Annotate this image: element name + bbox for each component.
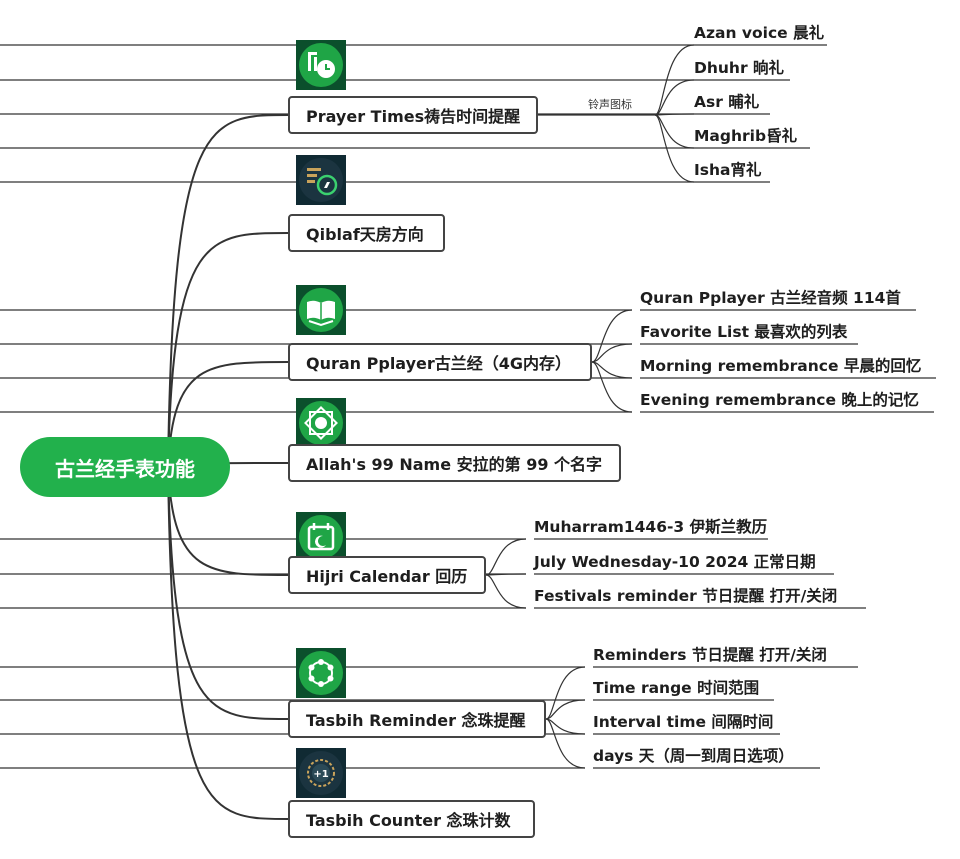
leaf-festivals-reminder: Festivals reminder 节日提醒 打开/关闭 [534,587,838,605]
branch-hijri-calendar: Hijri Calendar 回历 [288,556,486,594]
tasbih-beads-icon [296,648,346,698]
leaf-dhuhr: Dhuhr 晌礼 [694,59,785,77]
connector-root-branch [167,466,289,820]
qibla-compass-icon [296,155,346,205]
branch-prayer-times: Prayer Times祷告时间提醒 [288,96,538,134]
connector-root-branch [167,466,289,576]
connector-branch-leaf [591,361,633,413]
leaf-isha: Isha宵礼 [694,161,762,179]
edge-label-ringtone: 铃声图标 [588,98,632,111]
connector-branch-leaf [654,114,695,149]
connector-branch-leaf [545,718,586,769]
prayer-clock-icon [296,40,346,90]
leaf-reminders: Reminders 节日提醒 打开/关闭 [593,646,827,664]
leaf-days: days 天（周一到周日选项） [593,747,794,765]
connector-root-branch [167,361,289,468]
leaf-morning-remembrance: Morning remembrance 早晨的回忆 [640,357,922,375]
leaf-asr: Asr 晡礼 [694,93,760,111]
allah-names-icon [296,398,346,448]
leaf-evening-remembrance: Evening remembrance 晚上的记忆 [640,391,919,409]
svg-text:+1: +1 [313,769,328,780]
root-node: 古兰经手表功能 [20,437,230,497]
leaf-gregorian-date: July Wednesday-10 2024 正常日期 [534,553,816,571]
leaf-muharram: Muharram1446-3 伊斯兰教历 [534,518,768,536]
leaf-quran-audio: Quran Pplayer 古兰经音频 114首 [640,289,901,307]
connector-branch-leaf [545,666,586,720]
connector-branch-leaf [485,574,527,609]
quran-book-icon [296,285,346,335]
connector-branch-leaf [654,114,695,183]
connector-root-branch [167,114,289,468]
connector-root-branch [167,232,289,468]
tasbih-counter-icon: +1 [296,748,346,798]
leaf-favorite-list: Favorite List 最喜欢的列表 [640,323,848,341]
connector-branch-leaf [654,79,695,116]
branch-tasbih-counter: Tasbih Counter 念珠计数 [288,800,535,838]
branch-qibla: Qiblaf天房方向 [288,214,445,252]
leaf-time-range: Time range 时间范围 [593,679,760,697]
connector-branch-leaf [591,309,633,363]
connector-branch-leaf [485,538,527,576]
branch-quran-player: Quran Pplayer古兰经（4G内存） [288,343,592,381]
connector-root-branch [167,466,289,720]
leaf-maghrib: Maghrib昏礼 [694,127,798,145]
leaf-interval-time: Interval time 间隔时间 [593,713,774,731]
hijri-calendar-icon [296,512,346,562]
branch-allah-99-names: Allah's 99 Name 安拉的第 99 个名字 [288,444,621,482]
branch-tasbih-reminder: Tasbih Reminder 念珠提醒 [288,700,546,738]
leaf-azan-voice: Azan voice 晨礼 [694,24,825,42]
